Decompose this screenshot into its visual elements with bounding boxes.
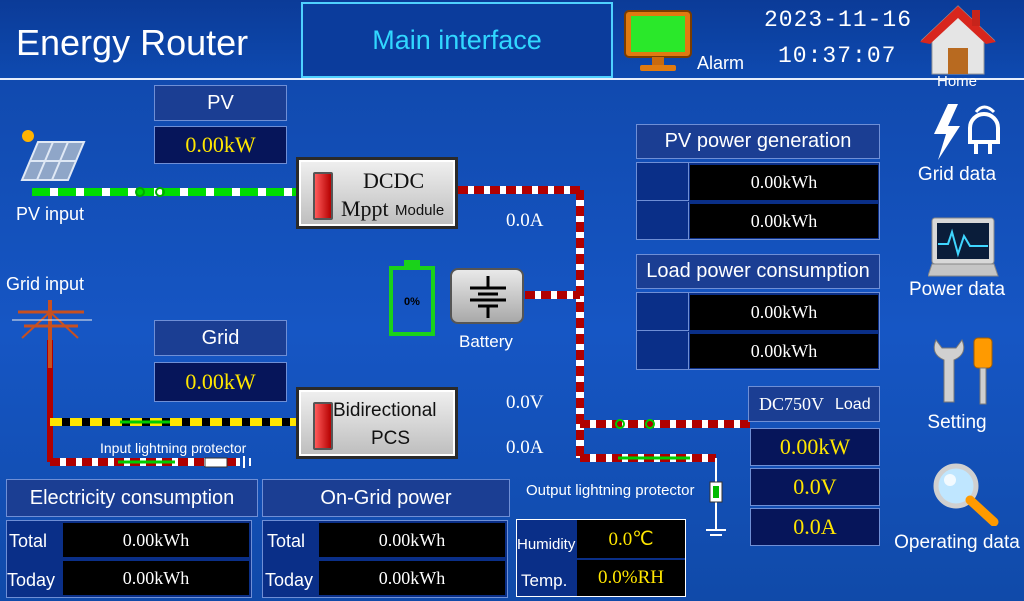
pcs-line1: Bidirectional bbox=[333, 400, 437, 421]
electricity-table: Total 0.00kWh Today 0.00kWh bbox=[6, 520, 252, 598]
grid-power-value: 0.00kW bbox=[154, 362, 287, 402]
screen-title: Main interface bbox=[301, 2, 613, 78]
temp-label: Temp. bbox=[521, 571, 568, 590]
battery-button[interactable] bbox=[450, 268, 524, 324]
pv-generation-row1-label bbox=[637, 163, 689, 201]
battery-soc: 0% bbox=[404, 296, 420, 308]
pv-generation-row1-value: 0.00kWh bbox=[690, 165, 878, 200]
dc-load-current: 0.0A bbox=[750, 508, 880, 546]
load-consumption-title: Load power consumption bbox=[636, 254, 880, 289]
input-protector-label: Input lightning protector bbox=[100, 440, 247, 456]
screen-title-text: Main interface bbox=[372, 24, 542, 55]
pcs-line2: PCS bbox=[371, 428, 411, 449]
solar-panel-icon bbox=[20, 130, 86, 181]
on-grid-today-label: Today bbox=[265, 570, 314, 590]
setting-icon[interactable] bbox=[930, 336, 1000, 408]
humidity-label: Humidity bbox=[517, 536, 576, 553]
pv-generation-title: PV power generation bbox=[636, 124, 880, 159]
pv-input-label: PV input bbox=[16, 204, 85, 224]
home-icon[interactable] bbox=[918, 4, 998, 76]
dcdc-line3: Module bbox=[395, 202, 445, 219]
dc-load-title-b: Load bbox=[835, 396, 871, 413]
dcdc-line1: DCDC bbox=[363, 168, 425, 193]
grid-input-label: Grid input bbox=[6, 274, 85, 294]
load-consumption-table: 0.00kWh 0.00kWh bbox=[636, 292, 880, 370]
on-grid-table: Total 0.00kWh Today 0.00kWh bbox=[262, 520, 508, 598]
operating-data-label[interactable]: Operating data bbox=[894, 532, 1020, 553]
humidity-value: 0.0℃ bbox=[577, 520, 685, 558]
power-data-label[interactable]: Power data bbox=[908, 279, 1006, 300]
load-consumption-row1-value: 0.00kWh bbox=[690, 295, 878, 330]
battery-symbol-icon bbox=[470, 276, 506, 318]
electricity-total-value: 0.00kWh bbox=[63, 523, 249, 557]
pv-power-value: 0.00kW bbox=[154, 126, 287, 164]
dc-load-voltage: 0.0V bbox=[750, 468, 880, 506]
dc-load-power: 0.00kW bbox=[750, 428, 880, 466]
temp-value: 0.0%RH bbox=[577, 560, 685, 596]
load-consumption-row2-label bbox=[637, 332, 689, 370]
flow-diagram bbox=[32, 186, 750, 536]
power-data-icon[interactable] bbox=[928, 214, 1000, 280]
date-display: 2023-11-16 bbox=[764, 7, 913, 33]
pv-generation-row2-value: 0.00kWh bbox=[690, 204, 878, 238]
grid-data-icon[interactable] bbox=[930, 102, 1000, 162]
electricity-today-label: Today bbox=[7, 570, 56, 590]
pcs-voltage: 0.0V bbox=[506, 392, 544, 413]
electricity-title: Electricity consumption bbox=[6, 479, 258, 517]
dcdc-module-button[interactable]: DCDC Mppt Module bbox=[296, 157, 458, 229]
grid-title: Grid bbox=[154, 320, 287, 356]
dc-load-title: DC750V Load bbox=[748, 386, 880, 422]
pv-title: PV bbox=[154, 85, 287, 121]
load-consumption-row2-value: 0.00kWh bbox=[690, 334, 878, 368]
pcs-module-button[interactable]: Bidirectional PCS bbox=[296, 387, 458, 459]
dc-load-title-a: DC750V bbox=[759, 394, 825, 414]
on-grid-total-value: 0.00kWh bbox=[319, 523, 505, 557]
environment-table: Humidity 0.0℃ Temp. 0.0%RH bbox=[516, 519, 686, 597]
electricity-total-label: Total bbox=[9, 531, 48, 551]
on-grid-title: On-Grid power bbox=[262, 479, 510, 517]
load-consumption-row1-label bbox=[637, 293, 689, 331]
alarm-label: Alarm bbox=[697, 53, 745, 73]
operating-data-icon[interactable] bbox=[930, 460, 1000, 526]
time-display: 10:37:07 bbox=[778, 43, 897, 69]
pcs-current: 0.0A bbox=[506, 437, 544, 458]
battery-label: Battery bbox=[459, 332, 513, 351]
battery-level-icon bbox=[389, 260, 435, 336]
pv-generation-row2-label bbox=[637, 202, 689, 240]
output-protector-label: Output lightning protector bbox=[526, 482, 695, 499]
grid-data-label[interactable]: Grid data bbox=[917, 164, 997, 185]
app-title: Energy Router bbox=[16, 22, 249, 63]
dcdc-status-indicator bbox=[313, 172, 333, 220]
dcdc-line2: Mppt bbox=[341, 196, 389, 221]
home-label[interactable]: Home bbox=[936, 73, 977, 90]
setting-label[interactable]: Setting bbox=[927, 412, 987, 433]
power-pole-icon bbox=[12, 300, 92, 368]
pcs-status-indicator bbox=[313, 402, 333, 450]
on-grid-total-label: Total bbox=[267, 531, 306, 551]
pv-generation-table: 0.00kWh 0.00kWh bbox=[636, 162, 880, 240]
on-grid-today-value: 0.00kWh bbox=[319, 561, 505, 595]
alarm-icon[interactable] bbox=[622, 8, 694, 74]
dcdc-current: 0.0A bbox=[506, 210, 544, 231]
electricity-today-value: 0.00kWh bbox=[63, 561, 249, 595]
